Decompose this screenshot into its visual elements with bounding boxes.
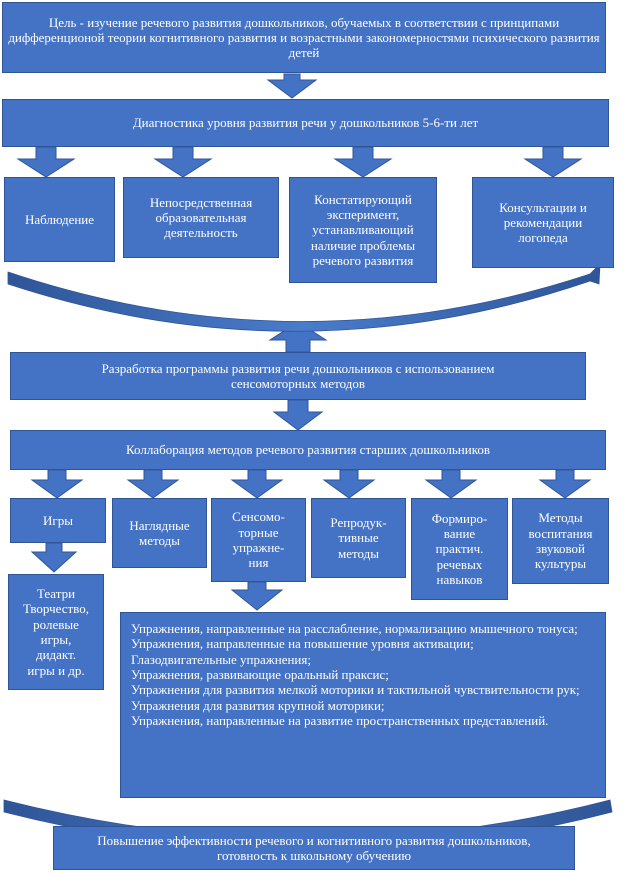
exercise-item: Упражнения, направленные на развитие про… [131, 712, 549, 728]
method-sensorimotor: Сенсомо- торные упражне- ния [211, 498, 306, 582]
result-text: Повышение эффективности речевого и когни… [97, 832, 531, 863]
exercises-box: Упражнения, направленные на расслабление… [120, 612, 606, 798]
result-box: Повышение эффективности речевого и когни… [53, 826, 575, 870]
games-detail-text: Театри Творчество, ролевые игры, дидакт.… [23, 586, 89, 678]
arrow-down-icon [230, 469, 284, 499]
arrow-down-icon [333, 146, 393, 178]
method-practical-skills: Формиро- вание практич. речевых навыков [411, 498, 508, 600]
diagnostics-box: Диагностика уровня развития речи у дошко… [2, 99, 609, 147]
diag-method-observation: Наблюдение [4, 177, 115, 262]
method-label: Наглядные методы [129, 517, 190, 548]
arrow-down-icon [126, 469, 180, 499]
program-box: Разработка программы развития речи дошко… [10, 352, 586, 400]
arrow-up-icon [268, 321, 328, 353]
arrow-down-icon [424, 469, 478, 499]
exercise-item: Упражнения для развития мелкой моторики … [131, 682, 580, 698]
arrow-down-icon [272, 399, 324, 431]
diagnostics-text: Диагностика уровня развития речи у дошко… [132, 115, 479, 131]
method-label: Репродук- тивные методы [330, 515, 387, 561]
diag-method-label: Консультации и рекомендации логопеда [499, 199, 587, 246]
arrow-down-icon [230, 581, 284, 611]
arrow-down-icon [322, 469, 376, 499]
exercise-item: Упражнения, развивающие оральный праксис… [131, 666, 389, 682]
diag-method-label: Непосредственная образовательная деятель… [149, 194, 253, 241]
exercise-list: Упражнения, направленные на расслабление… [131, 621, 595, 728]
exercise-item: Упражнения, направленные на повышение ур… [131, 636, 474, 652]
method-label: Формиро- вание практич. речевых навыков [431, 510, 488, 587]
games-detail-box: Театри Творчество, ролевые игры, дидакт.… [8, 574, 104, 690]
arrow-down-icon [30, 542, 78, 573]
method-label: Сенсомо- торные упражне- ния [232, 509, 285, 571]
exercise-item: Упражнения для развития крупной моторики… [131, 697, 385, 713]
method-visual: Наглядные методы [112, 498, 207, 568]
method-label: Методы воспитания звуковой культуры [528, 510, 593, 572]
method-reproductive: Репродук- тивные методы [311, 498, 406, 578]
method-label: Игры [43, 512, 73, 528]
arrow-down-icon [16, 146, 76, 178]
diag-method-direct-activity: Непосредственная образовательная деятель… [123, 177, 279, 258]
diag-method-label: Наблюдение [24, 211, 95, 227]
exercise-item: Глазодвигательные упражнения; [131, 651, 311, 667]
diag-method-label: Констатирующий эксперимент, устанавливаю… [310, 191, 416, 268]
collaboration-text: Коллаборация методов речевого развития с… [125, 442, 491, 458]
goal-text: Цель - изучение речевого развития дошкол… [8, 14, 600, 61]
diag-method-experiment: Констатирующий эксперимент, устанавливаю… [289, 177, 437, 283]
goal-box: Цель - изучение речевого развития дошкол… [2, 2, 606, 73]
method-games: Игры [10, 498, 106, 543]
arrow-down-icon [538, 469, 592, 499]
collaboration-box: Коллаборация методов речевого развития с… [10, 430, 606, 470]
method-sound-culture: Методы воспитания звуковой культуры [512, 498, 609, 584]
arrow-down-icon [153, 146, 213, 178]
arrow-down-icon [266, 73, 318, 99]
program-text: Разработка программы развития речи дошко… [101, 360, 495, 391]
exercise-item: Упражнения, направленные на расслабление… [131, 621, 578, 636]
arrow-down-icon [523, 146, 583, 178]
diag-method-consultation: Консультации и рекомендации логопеда [472, 177, 614, 268]
arrow-down-icon [30, 469, 84, 499]
